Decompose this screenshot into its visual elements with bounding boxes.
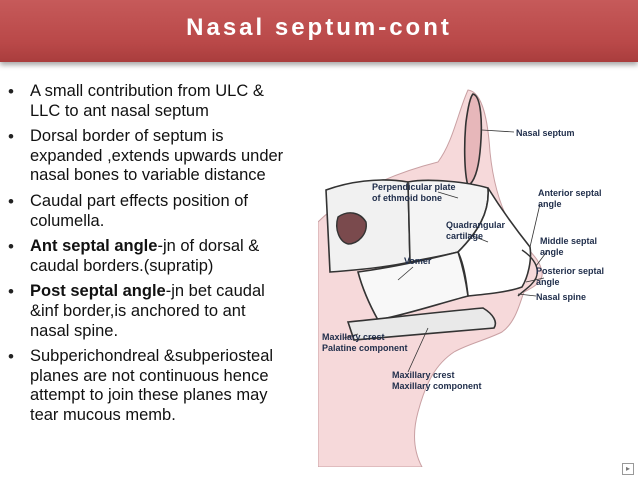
bullet-list: • A small contribution from ULC & LLC to… <box>8 82 328 467</box>
bullet-text: -jn bet caudal &inf border,is anchored t… <box>30 282 265 340</box>
quadrangular-cartilage <box>457 187 532 297</box>
label-maxillary-crest-maxillary: Maxillary crest <box>392 370 455 380</box>
label-nasal-septum: Nasal septum <box>516 128 575 138</box>
bullet-text: -jn of dorsal & caudal borders.(supratip… <box>30 237 260 275</box>
label-nasal-spine: Nasal spine <box>536 292 586 302</box>
bullet-bold: Post septal angle <box>30 282 166 301</box>
maxillary-crest <box>346 307 497 341</box>
bullet-text: Caudal part effects position of columell… <box>30 191 248 230</box>
bullet-text: A small contribution from ULC & LLC to a… <box>30 82 264 120</box>
label-perpendicular-plate: Perpendicular plate <box>372 182 456 192</box>
label-quadrangular-cartilage-2: cartilage <box>446 231 483 241</box>
bullet-item: • Post septal angle-jn bet caudal &inf b… <box>8 282 328 341</box>
bullet-dot-icon: • <box>8 127 14 147</box>
bullet-item: • Ant septal angle-jn of dorsal & caudal… <box>8 237 328 276</box>
bullet-item: • A small contribution from ULC & LLC to… <box>8 82 328 121</box>
leader-lines <box>343 129 549 373</box>
label-middle-septal-angle: Middle septal <box>540 236 597 246</box>
bullet-dot-icon: • <box>8 82 14 101</box>
sinus-cavity <box>336 212 367 245</box>
bullet-item: • Subperichondreal &subperiosteal planes… <box>8 347 328 425</box>
label-quadrangular-cartilage: Quadrangular <box>446 220 506 230</box>
label-anterior-septal-angle-2: angle <box>538 199 562 209</box>
label-anterior-septal-angle: Anterior septal <box>538 188 602 198</box>
bullet-dot-icon: • <box>8 191 14 211</box>
bullet-dot-icon: • <box>8 237 14 257</box>
label-posterior-septal-angle: Posterior septal <box>536 266 604 276</box>
label-maxillary-crest-palatine: Maxillary crest <box>322 332 385 342</box>
title-bar: Nasal septum-cont <box>0 0 638 62</box>
slide-title: Nasal septum-cont <box>186 14 452 41</box>
bullet-text: Subperichondreal &subperiosteal planes a… <box>30 347 274 424</box>
label-maxillary-crest-maxillary-2: Maxillary component <box>392 381 482 391</box>
bullet-item: • Dorsal border of septum is expanded ,e… <box>8 127 328 186</box>
septum-illustration: Nasal septum Perpendicular plate of ethm… <box>317 89 604 468</box>
slide-nav-icon[interactable]: ▸ <box>622 463 634 475</box>
bullet-item: • Caudal part effects position of colume… <box>8 192 328 231</box>
label-perpendicular-plate-2: of ethmoid bone <box>372 193 442 203</box>
label-posterior-septal-angle-2: angle <box>536 277 560 287</box>
bullet-dot-icon: • <box>8 347 14 367</box>
vomer <box>356 251 469 321</box>
nasal-septum-figure: Nasal septum Perpendicular plate of ethm… <box>317 82 638 468</box>
caudal-septum <box>517 249 538 297</box>
bullet-dot-icon: • <box>8 282 14 302</box>
bullet-bold: Ant septal angle <box>30 237 158 256</box>
label-middle-septal-angle-2: angle <box>540 247 564 257</box>
label-maxillary-crest-palatine-2: Palatine component <box>322 343 408 353</box>
label-vomer: Vomer <box>404 256 432 266</box>
bullet-text: Dorsal border of septum is expanded ,ext… <box>30 127 284 185</box>
